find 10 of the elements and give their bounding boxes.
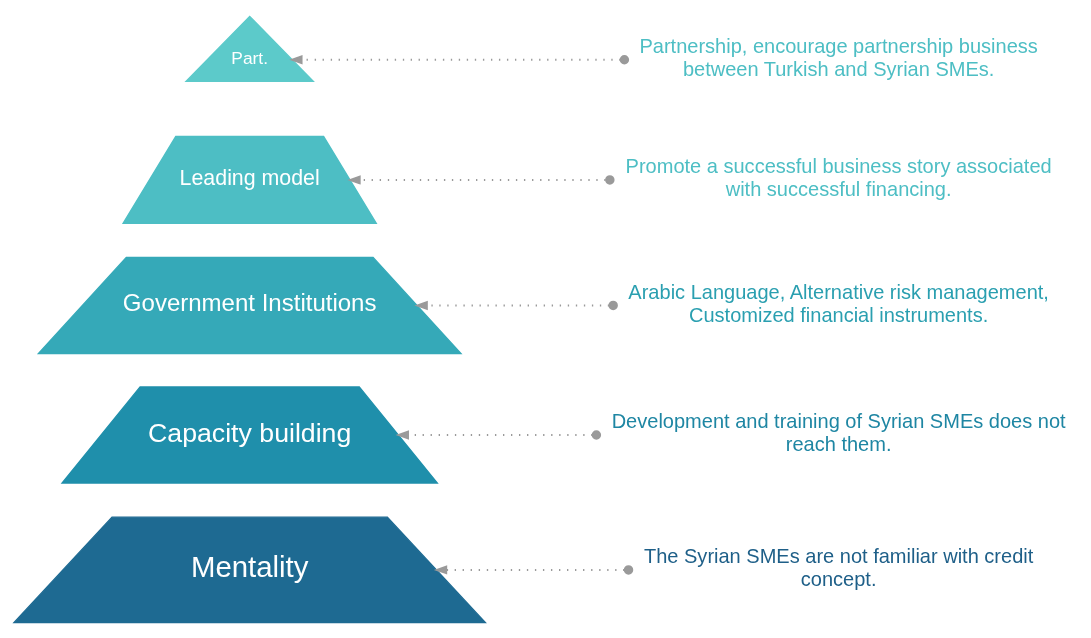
- arrow: [433, 564, 634, 575]
- arrow: [414, 300, 618, 310]
- node-text: The Syrian SMEs are not familiar with credit concept.: [643, 544, 1034, 590]
- node-text: Partnership, encourage partnership business between Turkish and Syrian SMEs.: [639, 34, 1038, 80]
- arrow: [395, 429, 602, 440]
- node-text: Development and training of Syrian SMEs does not reach them.: [611, 409, 1066, 455]
- arrow: [347, 174, 615, 185]
- node-text: Arabic Language, Alternative risk management, Customized financial instruments.: [628, 280, 1049, 325]
- node-text: Promote a successful business story associated with successful financing.: [625, 154, 1052, 200]
- arrow: [289, 54, 630, 64]
